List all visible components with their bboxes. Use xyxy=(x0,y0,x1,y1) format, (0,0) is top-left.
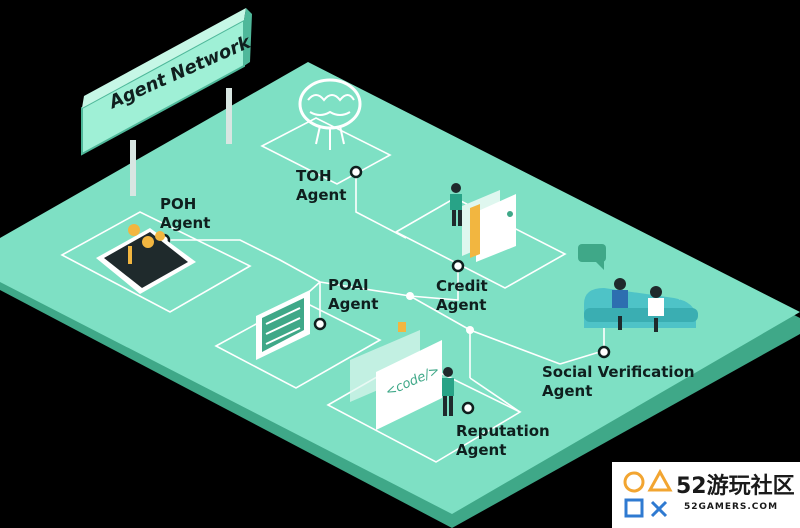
reputation-agent-line2: Agent xyxy=(456,441,507,459)
agent-network-sign xyxy=(81,8,252,196)
poai-pin xyxy=(313,317,327,331)
social-agent-label: Social Verification Agent xyxy=(542,363,695,401)
reputation-agent-line1: Reputation xyxy=(456,422,550,440)
watermark-main: 52游玩社区 xyxy=(676,474,795,499)
poh-zone xyxy=(60,211,252,313)
toh-pin xyxy=(349,165,363,179)
reputation-pin xyxy=(461,401,475,415)
circuit-nodes xyxy=(406,292,474,334)
document-icon xyxy=(256,290,310,360)
poh-agent-line1: POH xyxy=(160,195,197,213)
sofa-people-icon xyxy=(584,278,698,332)
social-agent-line2: Agent xyxy=(542,382,593,400)
credit-agent-line1: Credit xyxy=(436,277,488,295)
person-credit-icon xyxy=(450,183,462,226)
brain-icon xyxy=(298,78,362,150)
poai-agent-label: POAI Agent xyxy=(328,276,378,314)
social-pin xyxy=(597,345,611,359)
reputation-agent-label: Reputation Agent xyxy=(456,422,550,460)
social-agent-line1: Social Verification xyxy=(542,363,695,381)
toh-zone xyxy=(260,117,392,185)
credit-cards-icon xyxy=(462,190,516,262)
watermark: 52游玩社区 52GAMERS.COM xyxy=(612,462,800,528)
credit-agent-line2: Agent xyxy=(436,296,487,314)
watermark-sub: 52GAMERS.COM xyxy=(684,502,779,512)
poh-agent-line2: Agent xyxy=(160,214,211,232)
chat-bubble-icon xyxy=(578,244,606,270)
toh-agent-line2: Agent xyxy=(296,186,347,204)
board-surface xyxy=(0,62,800,514)
poh-agent-label: POH Agent xyxy=(160,195,210,233)
person-reputation-icon xyxy=(442,367,454,416)
credit-agent-label: Credit Agent xyxy=(436,277,488,315)
poai-agent-line1: POAI xyxy=(328,276,369,294)
poai-agent-line2: Agent xyxy=(328,295,379,313)
code-window-icon xyxy=(350,322,442,430)
toh-agent-label: TOH Agent xyxy=(296,167,346,205)
credit-pin xyxy=(451,259,465,273)
phone-icon xyxy=(96,224,196,294)
credit-zone xyxy=(394,197,567,289)
toh-agent-line1: TOH xyxy=(296,167,332,185)
